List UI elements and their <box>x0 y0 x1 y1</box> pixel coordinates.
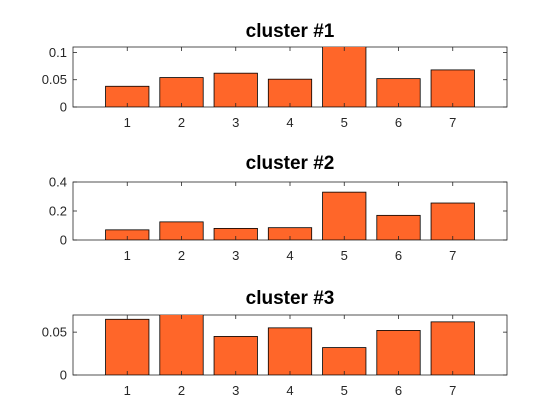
x-tick-label: 5 <box>341 115 348 130</box>
subplot-title: cluster #1 <box>246 21 335 42</box>
bar-5 <box>322 347 367 375</box>
bar-6 <box>376 78 421 107</box>
y-tick-label: 0.05 <box>42 325 67 340</box>
bar-4 <box>267 227 313 240</box>
x-tick-label: 6 <box>395 383 402 398</box>
x-tick-label: 6 <box>395 115 402 130</box>
bar-3 <box>213 72 258 107</box>
y-tick-label: 0.1 <box>49 45 67 60</box>
bar-1 <box>105 318 150 375</box>
bar-1 <box>105 85 150 107</box>
x-tick-label: 4 <box>286 115 293 130</box>
bar-7 <box>430 202 475 240</box>
y-tick-label: 0.4 <box>49 175 67 190</box>
x-tick-label: 5 <box>341 383 348 398</box>
subplot-cluster-1: 1 2 3 4 5 6 7 0 0.05 0.1 cluster #1 <box>42 21 508 130</box>
y-tick-label: 0 <box>60 233 67 248</box>
x-tick-label: 7 <box>449 115 456 130</box>
x-tick-label: 3 <box>232 383 239 398</box>
x-tick-label: 3 <box>232 248 239 263</box>
subplot-title: cluster #2 <box>246 153 335 174</box>
bar-2 <box>159 77 204 107</box>
y-tick-label: 0 <box>60 368 67 383</box>
bar-4 <box>267 327 313 375</box>
x-tick-label: 2 <box>178 115 185 130</box>
x-tick-label: 4 <box>286 383 293 398</box>
subplot-cluster-2: 1 2 3 4 5 6 7 0 0.2 0.4 cluster #2 <box>49 153 508 263</box>
bar-5 <box>322 47 367 107</box>
bar-6 <box>376 214 421 240</box>
bar-group <box>105 315 475 375</box>
y-tick-label: 0.05 <box>42 72 67 87</box>
subplot-title: cluster #3 <box>246 288 335 309</box>
bar-2 <box>159 315 204 375</box>
bar-2 <box>159 221 204 240</box>
x-tick-label: 7 <box>449 383 456 398</box>
x-tick-label: 1 <box>124 383 131 398</box>
bar-1 <box>105 229 150 240</box>
y-tick-label: 0.2 <box>49 204 67 219</box>
subplot-cluster-3: 1 2 3 4 5 6 7 0 0.05 cluster #3 <box>42 288 508 398</box>
bar-3 <box>213 336 258 375</box>
x-tick-label: 1 <box>124 248 131 263</box>
bar-6 <box>376 330 421 375</box>
bar-group <box>105 47 475 107</box>
x-tick-label: 6 <box>395 248 402 263</box>
x-tick-label: 5 <box>341 248 348 263</box>
bar-5 <box>322 191 367 240</box>
x-tick-label: 2 <box>178 383 185 398</box>
x-tick-label: 3 <box>232 115 239 130</box>
bar-7 <box>430 69 475 107</box>
bar-4 <box>267 78 313 107</box>
x-tick-label: 1 <box>124 115 131 130</box>
bar-7 <box>430 321 475 375</box>
y-tick-label: 0 <box>60 100 67 115</box>
x-tick-label: 4 <box>286 248 293 263</box>
bar-group <box>105 191 475 240</box>
x-tick-label: 2 <box>178 248 185 263</box>
x-tick-label: 7 <box>449 248 456 263</box>
